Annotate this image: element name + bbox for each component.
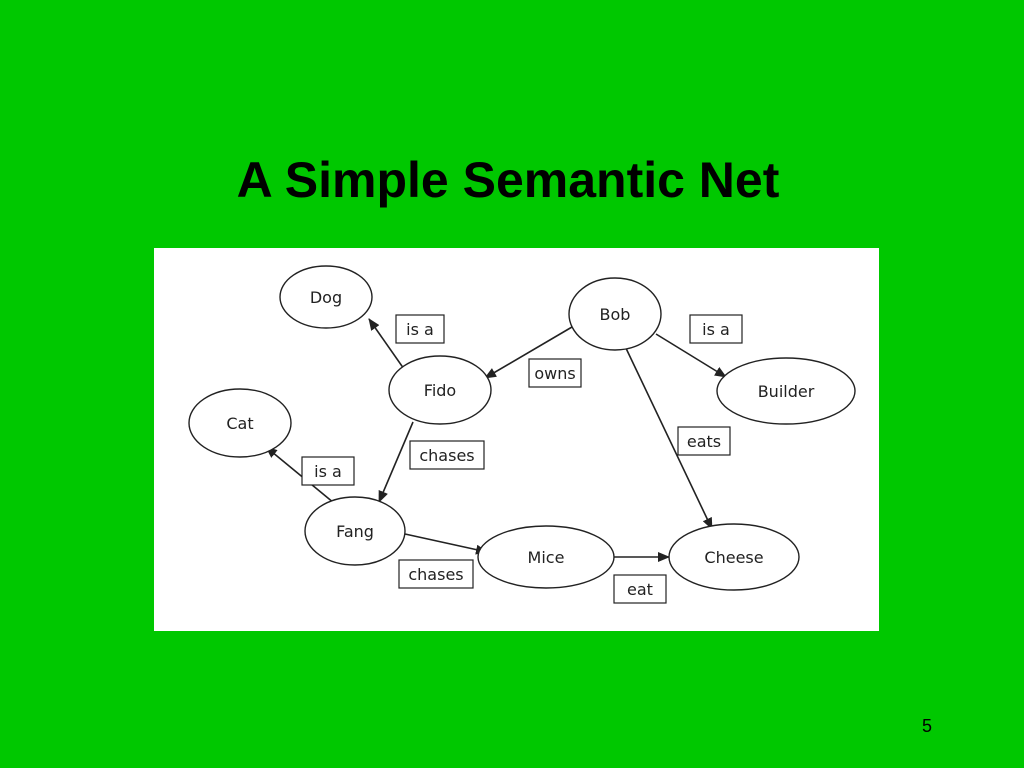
edge-label-box: [409, 440, 485, 470]
edge-arrow-fido-fang: [378, 421, 414, 503]
edge-label-fang-mice: chases: [398, 559, 474, 589]
edge-label-box: [395, 314, 445, 344]
edge-arrow-bob-builder: [655, 333, 727, 378]
edge-label-text: is a: [702, 320, 730, 339]
edge-arrow-fang-mice: [404, 533, 488, 555]
edge-label-text: is a: [406, 320, 434, 339]
edge-label-box: [398, 559, 474, 589]
node-bob: Bob: [568, 277, 662, 351]
edge-label-fang-cat: is a: [301, 456, 355, 486]
edge-label-bob-cheese: eats: [677, 426, 731, 456]
edge-label-fido-fang: chases: [409, 440, 485, 470]
node-label: Builder: [758, 382, 815, 401]
node-cat: Cat: [188, 388, 292, 458]
edge-label-text: is a: [314, 462, 342, 481]
edge-label-box: [613, 574, 667, 604]
node-ellipse: [388, 355, 492, 425]
node-label: Dog: [310, 288, 342, 307]
edge-label-text: eat: [627, 580, 653, 599]
node-label: Cat: [226, 414, 253, 433]
edges-layer: [265, 318, 727, 562]
node-cheese: Cheese: [668, 523, 800, 591]
slide-title: A Simple Semantic Net: [236, 152, 780, 208]
node-label: Cheese: [704, 548, 763, 567]
node-dog: Dog: [279, 265, 373, 329]
edge-label-box: [677, 426, 731, 456]
node-ellipse: [568, 277, 662, 351]
node-label: Bob: [600, 305, 631, 324]
edge-label-bob-fido: owns: [528, 358, 582, 388]
edge-label-text: chases: [419, 446, 474, 465]
node-label: Mice: [528, 548, 565, 567]
node-ellipse: [716, 357, 856, 425]
node-label: Fido: [424, 381, 456, 400]
edge-label-mice-cheese: eat: [613, 574, 667, 604]
node-builder: Builder: [716, 357, 856, 425]
edge-label-bob-builder: is a: [689, 314, 743, 344]
edge-label-box: [301, 456, 355, 486]
edge-label-text: eats: [687, 432, 721, 451]
node-ellipse: [477, 525, 615, 589]
edge-label-box: [528, 358, 582, 388]
edge-label-text: chases: [408, 565, 463, 584]
edge-arrow-bob-fido: [484, 326, 573, 379]
edge-arrow-fido-dog: [368, 318, 405, 370]
node-label: Fang: [336, 522, 374, 541]
node-fido: Fido: [388, 355, 492, 425]
edge-labels-layer: is a owns is a eats chases is a chases eat: [301, 314, 743, 604]
node-ellipse: [188, 388, 292, 458]
edge-arrow-fang-cat: [265, 446, 335, 504]
node-mice: Mice: [477, 525, 615, 589]
page-number: 5: [922, 716, 933, 736]
node-ellipse: [304, 496, 406, 566]
edge-label-text: owns: [534, 364, 575, 383]
edge-label-fido-dog: is a: [395, 314, 445, 344]
node-fang: Fang: [304, 496, 406, 566]
node-ellipse: [668, 523, 800, 591]
edge-label-box: [689, 314, 743, 344]
node-ellipse: [279, 265, 373, 329]
edge-arrow-bob-cheese: [623, 343, 713, 530]
